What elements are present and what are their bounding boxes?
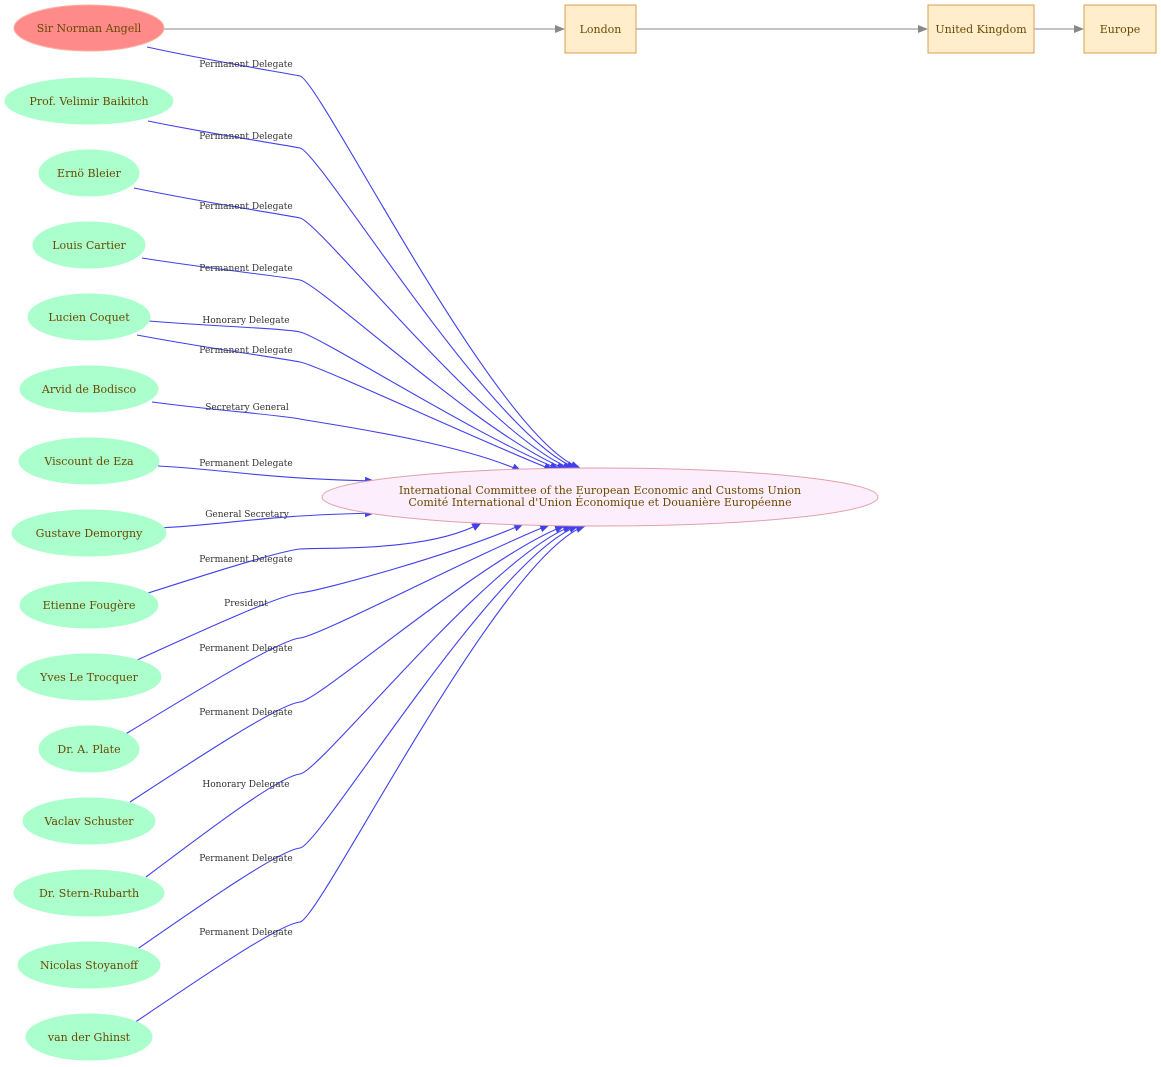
edge-arvid-de-bodisco bbox=[151, 401, 522, 472]
person-shape bbox=[18, 437, 160, 485]
edge-label: Secretary General bbox=[205, 403, 289, 413]
edge-label: Permanent Delegate bbox=[199, 346, 292, 356]
person-shape bbox=[38, 149, 140, 197]
person-name: Sir Norman Angell bbox=[37, 22, 142, 35]
person-node-lucien-coquet[interactable]: Lucien Coquet bbox=[27, 293, 151, 341]
edge-van-der-ghinst bbox=[133, 525, 586, 1024]
edge-yves-le-trocquer bbox=[134, 523, 524, 662]
place-node-london[interactable]: London bbox=[564, 4, 637, 54]
place-shape bbox=[927, 4, 1035, 54]
edge-lucien-coquet-2 bbox=[136, 334, 554, 471]
person-name: Prof. Velimir Baikitch bbox=[29, 95, 148, 108]
person-node-yves-le-trocquer[interactable]: Yves Le Trocquer bbox=[16, 653, 162, 701]
edge-label: Permanent Delegate bbox=[199, 264, 292, 274]
edge-label: Permanent Delegate bbox=[199, 708, 292, 718]
edge-louis-cartier bbox=[141, 257, 567, 470]
person-name: Vaclav Schuster bbox=[43, 815, 134, 828]
person-node-gustave-demorgny[interactable]: Gustave Demorgny bbox=[11, 509, 167, 557]
place-label: London bbox=[580, 23, 622, 36]
person-node-etienne-foug-re[interactable]: Etienne Fougère bbox=[19, 581, 159, 629]
person-shape bbox=[25, 1013, 153, 1061]
edge-label: Permanent Delegate bbox=[199, 854, 292, 864]
person-name: Yves Le Trocquer bbox=[39, 671, 138, 684]
person-name: Ernö Bleier bbox=[57, 167, 122, 180]
person-name: Dr. Stern-Rubarth bbox=[39, 887, 139, 900]
person-name: Dr. A. Plate bbox=[57, 743, 120, 756]
edge-nicolas-stoyanoff bbox=[135, 525, 579, 951]
person-shape bbox=[22, 797, 156, 845]
edge-lucien-coquet bbox=[148, 320, 560, 470]
edge-label: Permanent Delegate bbox=[199, 459, 292, 469]
edge-label: Permanent Delegate bbox=[199, 928, 292, 938]
edge-label: General Secretary bbox=[205, 510, 289, 520]
edge-label: President bbox=[224, 599, 268, 609]
edge-vaclav-schuster bbox=[129, 525, 565, 803]
edge-label: Permanent Delegate bbox=[199, 555, 292, 565]
edge-label: Permanent Delegate bbox=[199, 60, 292, 70]
person-node-dr-a-plate[interactable]: Dr. A. Plate bbox=[38, 725, 140, 773]
person-node-louis-cartier[interactable]: Louis Cartier bbox=[32, 221, 146, 269]
person-node-sir-norman-angell[interactable]: Sir Norman Angell bbox=[13, 4, 165, 52]
person-shape bbox=[19, 581, 159, 629]
edge-ern-bleier bbox=[133, 187, 573, 470]
person-shape bbox=[13, 4, 165, 52]
edge-gustave-demorgny bbox=[159, 509, 375, 529]
person-shape bbox=[27, 293, 151, 341]
person-shape bbox=[11, 509, 167, 557]
place-node-uk[interactable]: United Kingdom bbox=[927, 4, 1035, 54]
person-node-van-der-ghinst[interactable]: van der Ghinst bbox=[25, 1013, 153, 1061]
edge-dr-a-plate bbox=[123, 524, 550, 736]
person-shape bbox=[19, 365, 159, 413]
organization-node[interactable]: International Committee of the European … bbox=[321, 467, 879, 527]
edge-label: Honorary Delegate bbox=[202, 316, 289, 326]
place-shape bbox=[1083, 4, 1157, 54]
person-node-viscount-de-eza[interactable]: Viscount de Eza bbox=[18, 437, 160, 485]
person-shape bbox=[17, 941, 161, 989]
person-node-arvid-de-bodisco[interactable]: Arvid de Bodisco bbox=[19, 365, 159, 413]
edge-viscount-de-eza bbox=[157, 465, 375, 485]
person-node-ern-bleier[interactable]: Ernö Bleier bbox=[38, 149, 140, 197]
person-name: Viscount de Eza bbox=[43, 455, 134, 468]
edge-sir-norman-angell bbox=[146, 46, 581, 469]
person-shape bbox=[16, 653, 162, 701]
place-label: United Kingdom bbox=[935, 23, 1027, 36]
organization-shape bbox=[321, 467, 879, 527]
edge-prof-velimir-baikitch bbox=[147, 120, 577, 469]
person-name: Nicolas Stoyanoff bbox=[40, 959, 139, 972]
edge-label: Permanent Delegate bbox=[199, 132, 292, 142]
organization-name-fr: Comité International d'Union Économique … bbox=[408, 495, 791, 509]
person-node-nicolas-stoyanoff[interactable]: Nicolas Stoyanoff bbox=[17, 941, 161, 989]
place-node-europe[interactable]: Europe bbox=[1083, 4, 1157, 54]
edge-dr-stern-rubarth bbox=[145, 525, 573, 878]
person-shape bbox=[38, 725, 140, 773]
person-node-dr-stern-rubarth[interactable]: Dr. Stern-Rubarth bbox=[13, 869, 165, 917]
person-name: Louis Cartier bbox=[52, 239, 126, 252]
person-name: Etienne Fougère bbox=[43, 599, 136, 612]
edge-etienne-foug-re bbox=[144, 522, 482, 595]
person-node-prof-velimir-baikitch[interactable]: Prof. Velimir Baikitch bbox=[4, 77, 174, 125]
person-shape bbox=[13, 869, 165, 917]
person-shape bbox=[4, 77, 174, 125]
place-label: Europe bbox=[1100, 23, 1141, 36]
person-name: Arvid de Bodisco bbox=[41, 383, 137, 396]
organization-name-en: International Committee of the European … bbox=[399, 484, 801, 497]
edge-label: Honorary Delegate bbox=[202, 780, 289, 790]
person-name: Lucien Coquet bbox=[48, 311, 130, 324]
edge-label: Permanent Delegate bbox=[199, 202, 292, 212]
person-name: van der Ghinst bbox=[47, 1031, 131, 1044]
edge-label: Permanent Delegate bbox=[199, 644, 292, 654]
place-shape bbox=[564, 4, 637, 54]
person-node-vaclav-schuster[interactable]: Vaclav Schuster bbox=[22, 797, 156, 845]
person-shape bbox=[32, 221, 146, 269]
person-name: Gustave Demorgny bbox=[36, 527, 143, 540]
